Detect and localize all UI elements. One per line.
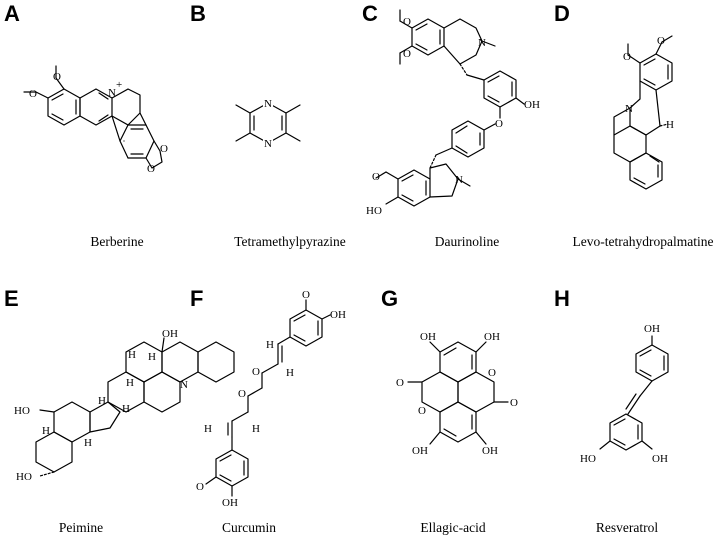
structure-peimine: N OH HO HO H H H H H H H [14,328,235,483]
atom-oh: OH [482,445,498,457]
atom-o: O [53,71,61,83]
atom-oh: OH [162,328,178,340]
atom-o: O [252,366,260,378]
compound-name-resveratrol: Resveratrol [596,520,658,535]
atom-ho: HO [16,471,32,483]
atom-oh: OH [652,453,668,465]
compound-name-tetramethylpyrazine: Tetramethylpyrazine [234,234,346,249]
atom-h: H [84,437,92,449]
panel-letter-a: A [4,1,20,26]
structure-ellagic-acid: OH OH OH OH O O O O [396,331,518,457]
panel-letter-g: G [381,286,398,311]
atom-o: O [657,35,665,47]
atom-oh: OH [524,99,540,111]
panel-letter-h: H [554,286,570,311]
atom-o: O [160,143,168,155]
compound-name-levo-tetrahydropalmatine: Levo-tetrahydropalmatine [573,234,714,249]
atom-oh: OH [412,445,428,457]
panel-letter-c: C [362,1,378,26]
atom-h: H [122,403,130,415]
atom-o: O [418,405,426,417]
structure-berberine: O O N + O O [23,65,168,175]
atom-oh: OH [330,309,346,321]
atom-o: O [495,118,503,130]
atom-h: H [266,339,274,351]
atom-h: H [128,349,136,361]
atom-o: O [372,171,380,183]
atom-oh: OH [420,331,436,343]
atom-oh: OH [484,331,500,343]
atom-o: O [238,388,246,400]
structure-daurinoline: O O N OH O N O HO [366,9,540,217]
compound-name-curcumin: Curcumin [222,520,276,535]
compound-name-berberine: Berberine [90,234,143,249]
atom-oh: OH [644,323,660,335]
panel-letter-d: D [554,1,570,26]
structure-curcumin: O OH O O O OH H H H H [196,289,346,509]
compound-name-peimine: Peimine [59,520,103,535]
atom-h: H [98,395,106,407]
atom-h: H [666,119,674,131]
atom-h: H [286,367,294,379]
atom-o: O [403,16,411,28]
atom-h: H [148,351,156,363]
atom-n: N [264,98,272,110]
atom-h: H [42,425,50,437]
compound-name-ellagic-acid: Ellagic-acid [420,520,485,535]
atom-ho: HO [366,205,382,217]
atom-o: O [396,377,404,389]
atom-o: O [488,367,496,379]
atom-o: O [196,481,204,493]
structure-resveratrol: OH HO OH [580,323,669,465]
atom-charge: + [116,79,122,91]
atom-ho: HO [14,405,30,417]
structure-tetramethylpyrazine: N N [235,97,301,150]
atom-o: O [147,163,155,175]
panel-letter-e: E [4,286,19,311]
compound-name-daurinoline: Daurinoline [435,234,499,249]
atom-oh: OH [222,497,238,509]
atom-n: N [108,87,116,99]
atom-o: O [302,289,310,301]
structure-levo-tetrahydropalmatine: O O H N [613,35,674,190]
panel-letter-b: B [190,1,206,26]
atom-o: O [403,48,411,60]
atom-n: N [455,174,463,186]
atom-ho: HO [580,453,596,465]
atom-n: N [478,37,486,49]
atom-h: H [126,377,134,389]
atom-n: N [264,138,272,150]
atom-o: O [29,88,37,100]
atom-o: O [623,51,631,63]
atom-n: N [180,379,188,391]
atom-h: H [204,423,212,435]
atom-o: O [510,397,518,409]
atom-h: H [252,423,260,435]
panel-letter-f: F [190,286,203,311]
